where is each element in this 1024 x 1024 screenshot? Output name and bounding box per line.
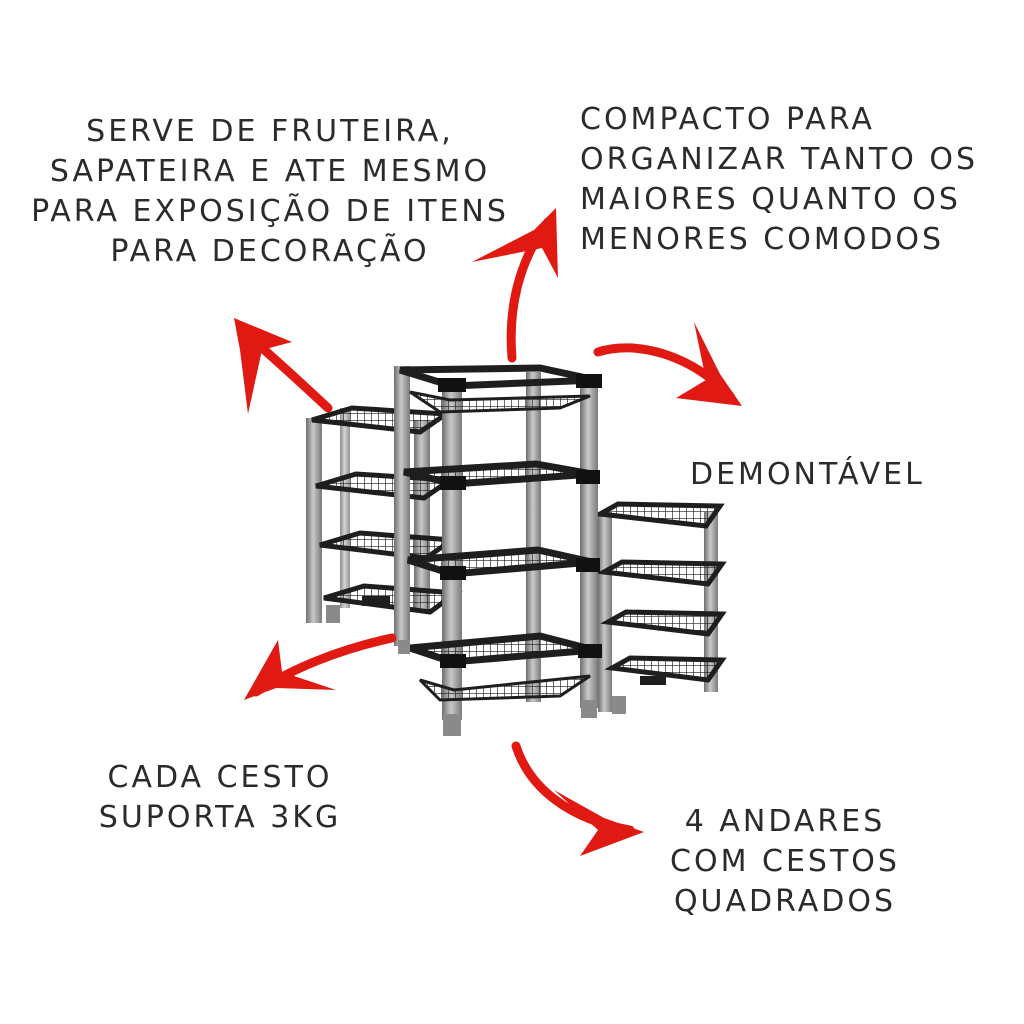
caption-line: MAIORES QUANTO OS: [580, 182, 961, 217]
caption-line: SERVE DE FRUTEIRA,: [86, 114, 454, 149]
caption-line: PARA DECORAÇÃO: [110, 234, 430, 269]
caption-line: CADA CESTO: [107, 760, 333, 795]
brush-arrow-icon: [472, 208, 558, 363]
center-rack: [394, 364, 602, 736]
caption-line: 4 ANDARES: [684, 804, 886, 839]
caption-cada-cesto: CADA CESTO SUPORTA 3KG: [95, 758, 345, 838]
caption-serve-de-fruteira: SERVE DE FRUTEIRA, SAPATEIRA E ATE MESMO…: [30, 112, 510, 272]
caption-demontavel: DEMONTÁVEL: [690, 455, 950, 495]
caption-line: COM CESTOS: [670, 844, 900, 879]
brush-arrow-icon: [593, 322, 742, 406]
brush-arrow-icon: [244, 633, 397, 700]
caption-line: ORGANIZAR TANTO OS: [580, 142, 979, 177]
right-rack: [591, 501, 727, 714]
caption-line: MENORES COMODOS: [580, 222, 945, 257]
caption-line: SUPORTA 3KG: [98, 800, 342, 835]
caption-line: QUADRADOS: [673, 884, 897, 919]
caption-line: DEMONTÁVEL: [690, 457, 925, 492]
caption-4-andares: 4 ANDARES COM CESTOS QUADRADOS: [670, 802, 900, 922]
caption-line: SAPATEIRA E ATE MESMO: [49, 154, 491, 189]
brush-arrow-icon: [234, 318, 333, 414]
caption-line: PARA EXPOSIÇÃO DE ITENS: [31, 194, 509, 229]
caption-compacto: COMPACTO PARA ORGANIZAR TANTO OS MAIORES…: [580, 100, 1000, 260]
caption-line: COMPACTO PARA: [580, 102, 875, 137]
brush-arrow-icon: [511, 741, 644, 856]
